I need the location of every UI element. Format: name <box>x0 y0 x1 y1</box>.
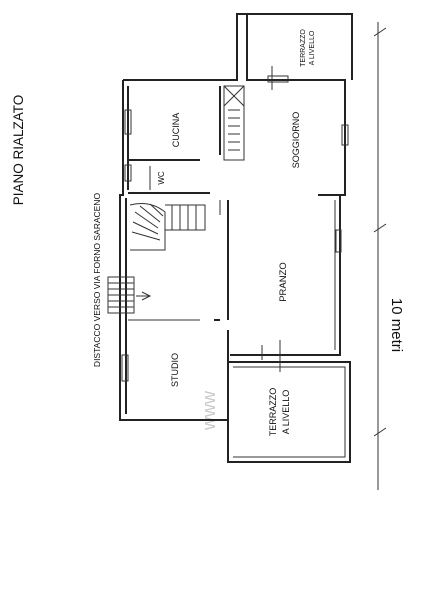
entrance-steps <box>107 276 152 314</box>
room-label-terrazzo-top-line2: A LIVELLO <box>309 30 316 65</box>
room-label-wc: WC <box>157 171 166 185</box>
plan-title: PIANO RIALZATO <box>11 95 26 206</box>
room-label-soggiorno: SOGGIORNO <box>291 112 301 169</box>
room-label-studio: STUDIO <box>170 353 180 387</box>
watermark: www <box>199 390 219 431</box>
scale-bar <box>373 22 387 490</box>
scale-label: 10 metri <box>388 298 405 352</box>
room-label-terrazzo-top-line1: TERRAZZO <box>300 29 307 67</box>
room-label-pranzo: PRANZO <box>278 262 289 302</box>
room-label-terrazzo-bottom-line2: A LIVELLO <box>281 390 291 435</box>
setback-note: DISTACCO VERSO VIA FORNO SARACENO <box>92 193 102 368</box>
interior-walls <box>128 85 245 415</box>
windows <box>121 66 349 382</box>
room-label-cucina: CUCINA <box>171 113 181 148</box>
spiral-staircase <box>129 203 206 251</box>
room-label-terrazzo-bottom-line1: TERRAZZO <box>268 388 278 437</box>
building-walls <box>119 13 353 463</box>
